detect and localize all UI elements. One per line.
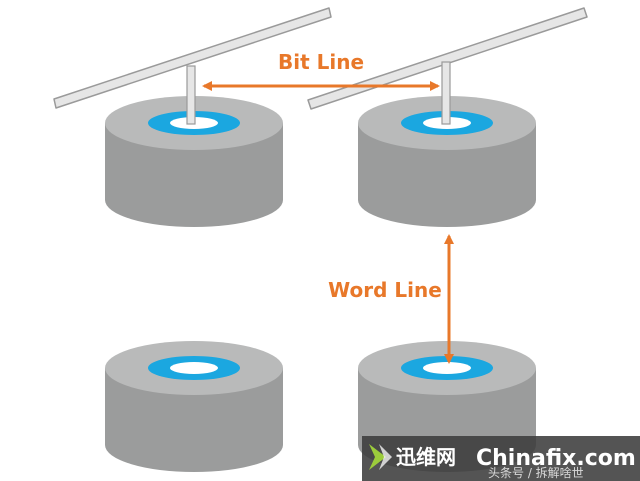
watermark-brand-en: Chinafix.com <box>476 446 636 471</box>
watermark: 迅维网 Chinafix.com 头条号 / 拆解啥世 <box>362 436 640 481</box>
watermark-brand-cn: 迅维网 <box>396 445 456 469</box>
watermark-sub: 头条号 / 拆解啥世 <box>488 465 584 480</box>
bit-line-post-left <box>186 65 196 125</box>
word-line-label: Word Line <box>328 278 442 302</box>
bit-line-post-right <box>441 61 451 125</box>
bit-line-wire-left <box>53 7 332 109</box>
chevron-arrow-icon <box>369 444 392 470</box>
ferrite-core-bottom-left <box>105 341 283 472</box>
bit-line-label: Bit Line <box>278 50 364 74</box>
